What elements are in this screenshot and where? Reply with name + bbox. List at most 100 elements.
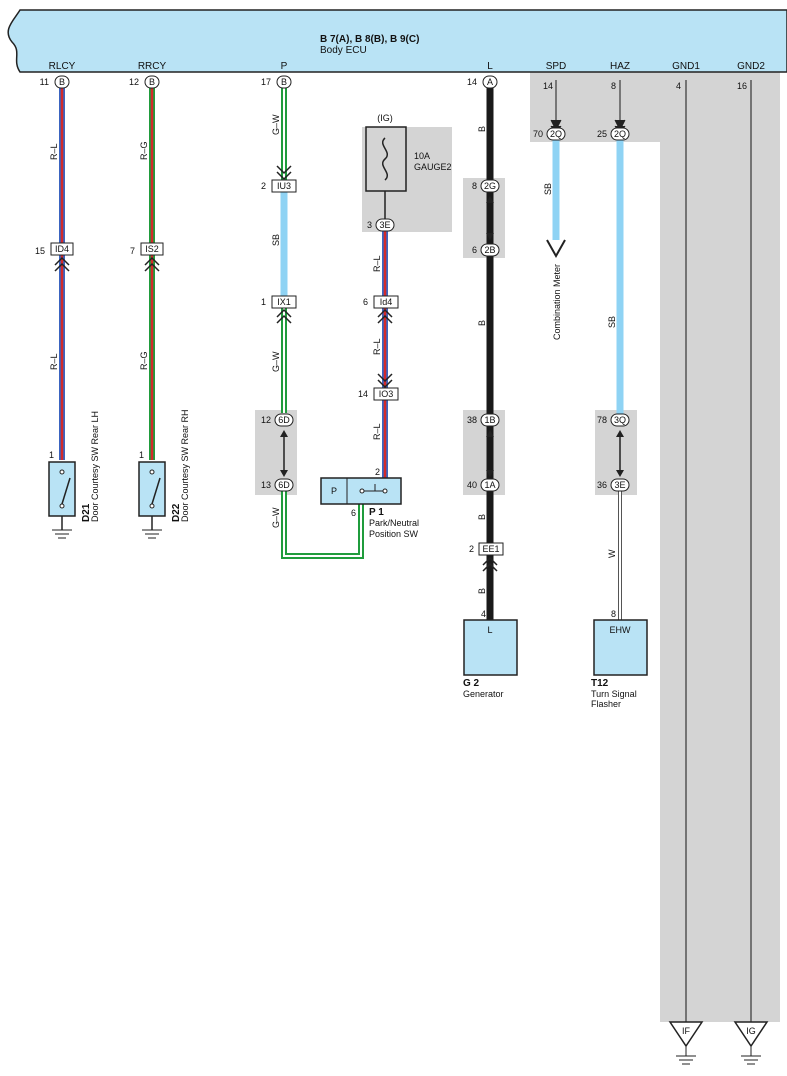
- svg-text:2: 2: [375, 467, 380, 477]
- ecu-title: B 7(A), B 8(B), B 9(C): [320, 34, 419, 45]
- gray-backgrounds: [255, 72, 780, 1022]
- svg-text:B: B: [477, 588, 487, 594]
- svg-text:IX1: IX1: [277, 297, 291, 307]
- svg-text:P 1: P 1: [369, 507, 384, 518]
- switch-d21: 1 D21 Door Courtesy SW Rear LH: [48, 411, 100, 539]
- svg-text:D21: D21: [81, 503, 92, 522]
- svg-text:A: A: [487, 77, 493, 87]
- svg-text:14: 14: [358, 389, 368, 399]
- terminal-rlcy: RLCY: [49, 61, 76, 72]
- svg-text:1: 1: [139, 450, 144, 460]
- svg-text:(IG): (IG): [377, 113, 393, 123]
- svg-text:SB: SB: [271, 234, 281, 246]
- switch-p1: 2 P 6 P 1 Park/Neutral Position SW: [320, 467, 419, 539]
- svg-text:3E: 3E: [614, 480, 625, 490]
- svg-text:25: 25: [597, 129, 607, 139]
- svg-text:2: 2: [261, 181, 266, 191]
- svg-text:B: B: [149, 77, 155, 87]
- inline-connectors: 15 ID4 7 IS2 2 IU3 1 IX1 6: [35, 165, 504, 572]
- svg-text:1: 1: [49, 450, 54, 460]
- svg-text:GAUGE2: GAUGE2: [414, 162, 452, 172]
- body-ecu-header: B 7(A), B 8(B), B 9(C) Body ECU RLCY RRC…: [7, 9, 787, 73]
- svg-text:EE1: EE1: [482, 544, 499, 554]
- svg-text:Generator: Generator: [463, 689, 504, 699]
- svg-text:W: W: [607, 549, 617, 558]
- svg-text:G–W: G–W: [271, 351, 281, 372]
- svg-text:17: 17: [261, 77, 271, 87]
- svg-text:R–L: R–L: [49, 143, 59, 160]
- svg-text:B: B: [477, 514, 487, 520]
- svg-text:EHW: EHW: [610, 625, 632, 635]
- svg-text:SB: SB: [543, 183, 553, 195]
- svg-text:8: 8: [611, 81, 616, 91]
- svg-text:6: 6: [351, 508, 356, 518]
- svg-text:12: 12: [129, 77, 139, 87]
- svg-text:R–L: R–L: [372, 423, 382, 440]
- svg-text:14: 14: [467, 77, 477, 87]
- terminal-spd: SPD: [546, 61, 567, 72]
- svg-text:16: 16: [737, 81, 747, 91]
- svg-text:ID4: ID4: [55, 244, 69, 254]
- svg-text:2B: 2B: [484, 245, 495, 255]
- svg-text:Combination Meter: Combination Meter: [552, 264, 562, 340]
- svg-text:11: 11: [40, 77, 49, 87]
- connector-ee1: 2 EE1: [469, 542, 504, 572]
- svg-text:P: P: [331, 486, 337, 496]
- svg-text:8: 8: [611, 609, 616, 619]
- wire-color-labels: R–L R–L R–G R–G G–W SB G–W G–W R–L R–L R…: [49, 114, 617, 594]
- svg-text:Flasher: Flasher: [591, 699, 621, 709]
- svg-text:3E: 3E: [379, 220, 390, 230]
- svg-text:4: 4: [481, 609, 486, 619]
- svg-text:2Q: 2Q: [614, 129, 626, 139]
- svg-text:15: 15: [35, 246, 45, 256]
- svg-text:G 2: G 2: [463, 678, 480, 689]
- svg-text:T12: T12: [591, 678, 609, 689]
- svg-text:B: B: [477, 126, 487, 132]
- svg-text:3: 3: [367, 220, 372, 230]
- junction-ovals: 12 6D 13 6D 3 3E 8 2G 6 2B 38 1B 40 1A 7…: [261, 119, 630, 492]
- svg-text:1: 1: [261, 297, 266, 307]
- svg-text:Door Courtesy SW Rear RH: Door Courtesy SW Rear RH: [180, 409, 190, 522]
- svg-text:IO3: IO3: [379, 389, 394, 399]
- connector-iu3: 2 IU3: [261, 165, 297, 193]
- connector-is2: 7 IS2: [130, 242, 164, 272]
- svg-text:IS2: IS2: [145, 244, 159, 254]
- terminal-gnd1: GND1: [672, 61, 700, 72]
- ground-if: IF: [668, 1021, 704, 1065]
- svg-text:38: 38: [467, 415, 477, 425]
- connector-io3: 14 IO3: [358, 373, 399, 401]
- terminal-rrcy: RRCY: [138, 61, 167, 72]
- svg-text:IG: IG: [746, 1026, 756, 1036]
- svg-text:2: 2: [469, 544, 474, 554]
- combination-meter-arrow: Combination Meter: [546, 239, 566, 340]
- terminal-haz: HAZ: [610, 61, 630, 72]
- svg-text:70: 70: [533, 129, 543, 139]
- svg-text:Door Courtesy SW Rear LH: Door Courtesy SW Rear LH: [90, 411, 100, 522]
- connector-id4-lower: 6 Id4: [363, 295, 399, 324]
- svg-text:14: 14: [543, 81, 553, 91]
- svg-text:3Q: 3Q: [614, 415, 626, 425]
- ecu-pins: 11 B 12 B 17 B 14 A 14 8 4 16: [40, 75, 747, 91]
- terminal-p: P: [281, 61, 288, 72]
- svg-text:D22: D22: [171, 503, 182, 522]
- svg-text:7: 7: [130, 246, 135, 256]
- svg-text:G–W: G–W: [271, 507, 281, 528]
- svg-text:8: 8: [472, 181, 477, 191]
- svg-text:10A: 10A: [414, 151, 430, 161]
- connector-id4: 15 ID4: [35, 242, 74, 272]
- connector-ix1: 1 IX1: [261, 295, 297, 324]
- svg-text:13: 13: [261, 480, 271, 490]
- switch-d22: 1 D22 Door Courtesy SW Rear RH: [138, 409, 190, 539]
- svg-text:2Q: 2Q: [550, 129, 562, 139]
- svg-text:4: 4: [676, 81, 681, 91]
- svg-text:Id4: Id4: [380, 297, 393, 307]
- svg-text:1B: 1B: [484, 415, 495, 425]
- svg-text:B: B: [477, 320, 487, 326]
- svg-text:1A: 1A: [484, 480, 495, 490]
- svg-text:B: B: [281, 77, 287, 87]
- svg-text:R–G: R–G: [139, 351, 149, 370]
- svg-text:IU3: IU3: [277, 181, 291, 191]
- svg-text:40: 40: [467, 480, 477, 490]
- svg-text:SB: SB: [607, 316, 617, 328]
